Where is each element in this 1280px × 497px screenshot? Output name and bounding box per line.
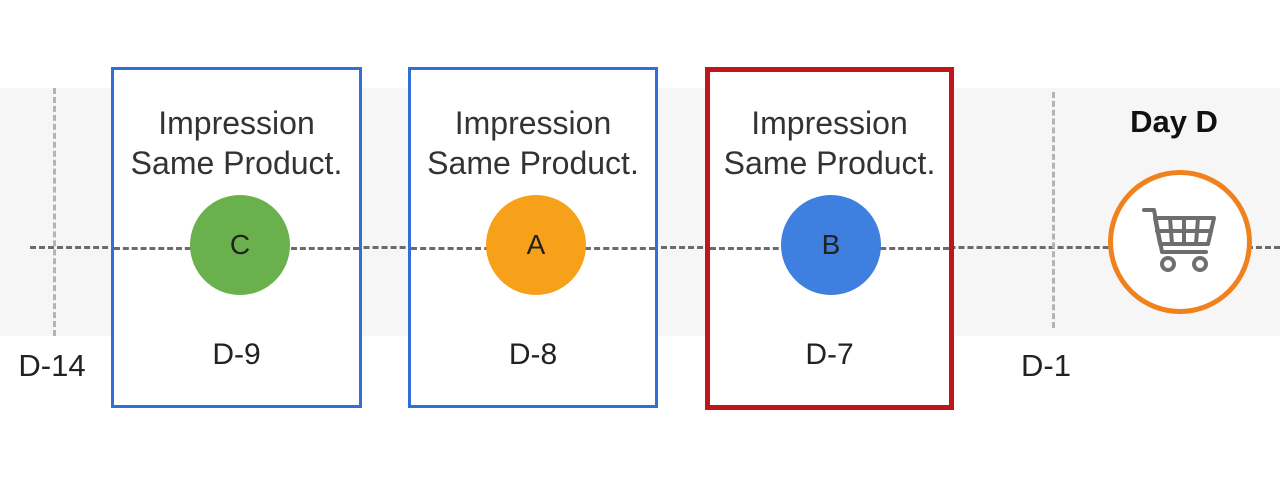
shopping-cart-icon [1142,208,1216,272]
product-circle-a: A [486,195,586,295]
box-day-label: D-7 [805,338,854,371]
box-title-line2: Same Product. [427,145,639,181]
impression-box-a: Impression Same Product. A D-8 [408,67,658,408]
box-title-line2: Same Product. [723,145,936,181]
tick-d14 [53,88,56,336]
tick-d1 [1052,92,1055,328]
box-day-label: D-8 [508,338,558,371]
product-circle-c: C [190,195,290,295]
box-title-line1: Impression [158,105,315,141]
box-title-line1: Impression [454,105,612,141]
impression-box-b: Impression Same Product. B D-7 [705,67,954,410]
impression-box-c: Impression Same Product. C D-9 [111,67,362,408]
day-d-label: Day D [1130,104,1218,139]
label-d14: D-14 [18,348,86,383]
product-circle-b: B [781,195,881,295]
label-d1: D-1 [1021,348,1071,383]
box-title-line2: Same Product. [130,145,343,181]
box-day-label: D-9 [212,338,261,371]
box-title-line1: Impression [751,105,908,141]
purchase-ring [1108,170,1252,314]
